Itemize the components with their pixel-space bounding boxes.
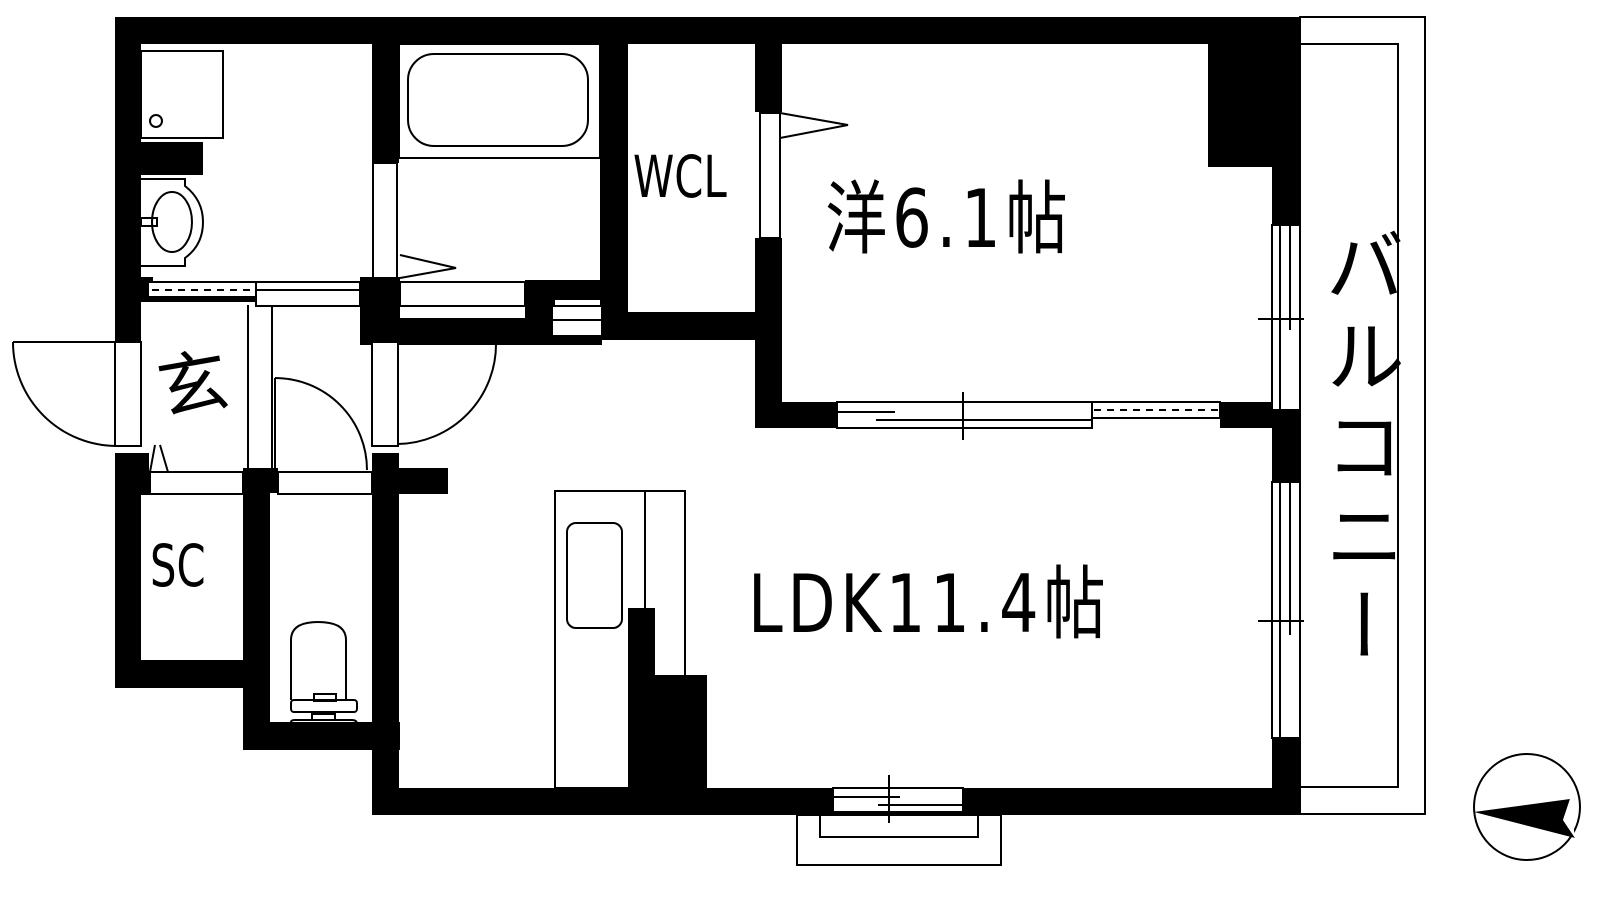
doors (12, 112, 849, 495)
washbasin-icon (141, 178, 205, 267)
toilet-icon (290, 620, 358, 725)
interior-walls (115, 17, 1300, 798)
room-label-entrance: 玄 (151, 338, 235, 432)
windows (147, 162, 1304, 866)
room-label-wcl: WCL (633, 143, 727, 211)
room-label-ldk: LDK11.4帖 (748, 558, 1111, 651)
balcony (1299, 16, 1426, 815)
bathtub-icon (398, 43, 601, 159)
room-label-shoe-closet: SC (150, 532, 206, 600)
outer-walls (115, 17, 1300, 815)
compass-icon (1473, 753, 1581, 861)
kitchen-sink-icon (554, 490, 686, 789)
room-label-western: 洋6.1帖 (825, 173, 1073, 266)
room-label-balcony: バルコニー (1312, 225, 1405, 675)
washing-machine-icon (140, 50, 224, 139)
fixtures (140, 43, 686, 789)
